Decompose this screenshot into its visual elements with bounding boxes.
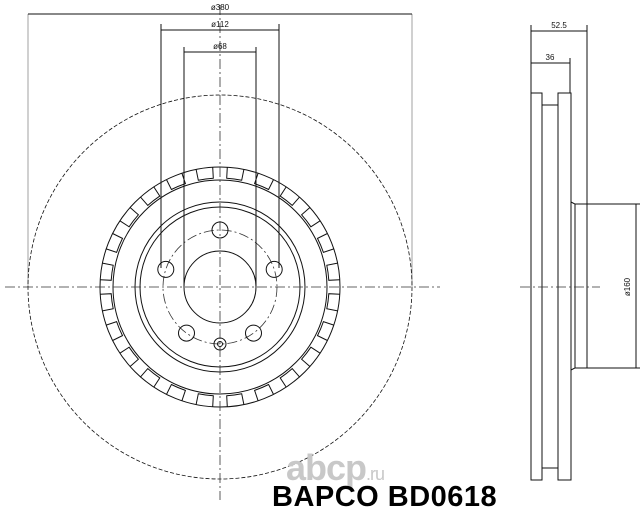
vane-slot [100, 293, 114, 312]
vane-slot [300, 346, 321, 367]
watermark-main: abcp [286, 447, 367, 488]
outer-friction-plate [530, 92, 543, 481]
vane-slot [106, 320, 124, 341]
vane-slot [100, 262, 114, 281]
vane-slot [106, 233, 124, 254]
vane-slot [316, 320, 334, 341]
dim-total-height: 52.5 [551, 21, 567, 30]
vane-slot [195, 167, 214, 181]
vane-slot [226, 393, 245, 407]
vane-slot [140, 186, 161, 207]
inner-friction-plate [557, 92, 572, 481]
vane-slot [279, 186, 300, 207]
vane-slot [166, 173, 187, 191]
hat [574, 203, 588, 369]
vane-slot [166, 383, 187, 401]
dim-outer-diameter: ø380 [211, 3, 230, 12]
vane-slot [119, 207, 140, 228]
bolt-holes [157, 221, 283, 342]
vane-slot [195, 393, 214, 407]
vane-slot [226, 167, 245, 181]
bolt-hole [157, 260, 175, 278]
bolt-hole [178, 324, 195, 342]
dim-center-bore: ø68 [213, 42, 227, 51]
vane-slot [326, 262, 340, 281]
watermark-logo: abcp.ru [286, 447, 385, 489]
vane-slot [316, 233, 334, 254]
vane-slot [253, 383, 274, 401]
vane-slot [140, 367, 161, 388]
vane-slot [253, 173, 274, 191]
dim-thickness: 36 [546, 53, 555, 62]
vane-slot [279, 367, 300, 388]
dim-hat-diameter: ø160 [623, 277, 632, 296]
vane-slot [326, 293, 340, 312]
side-view: 52.5 36 ø160 [520, 21, 640, 481]
vane-slot [119, 346, 140, 367]
locating-hole-inner [217, 341, 223, 347]
hat-fillet [570, 201, 576, 371]
cooling-vanes [100, 167, 340, 407]
watermark-suffix: .ru [366, 464, 385, 484]
part-title: BAPCO BD0618 [272, 481, 498, 513]
front-view: ø380 ø112 ø68 [5, 3, 440, 500]
vane-slot [300, 207, 321, 228]
bolt-hole [265, 260, 283, 278]
dim-bolt-circle: ø112 [211, 20, 229, 29]
bolt-hole [245, 324, 262, 342]
